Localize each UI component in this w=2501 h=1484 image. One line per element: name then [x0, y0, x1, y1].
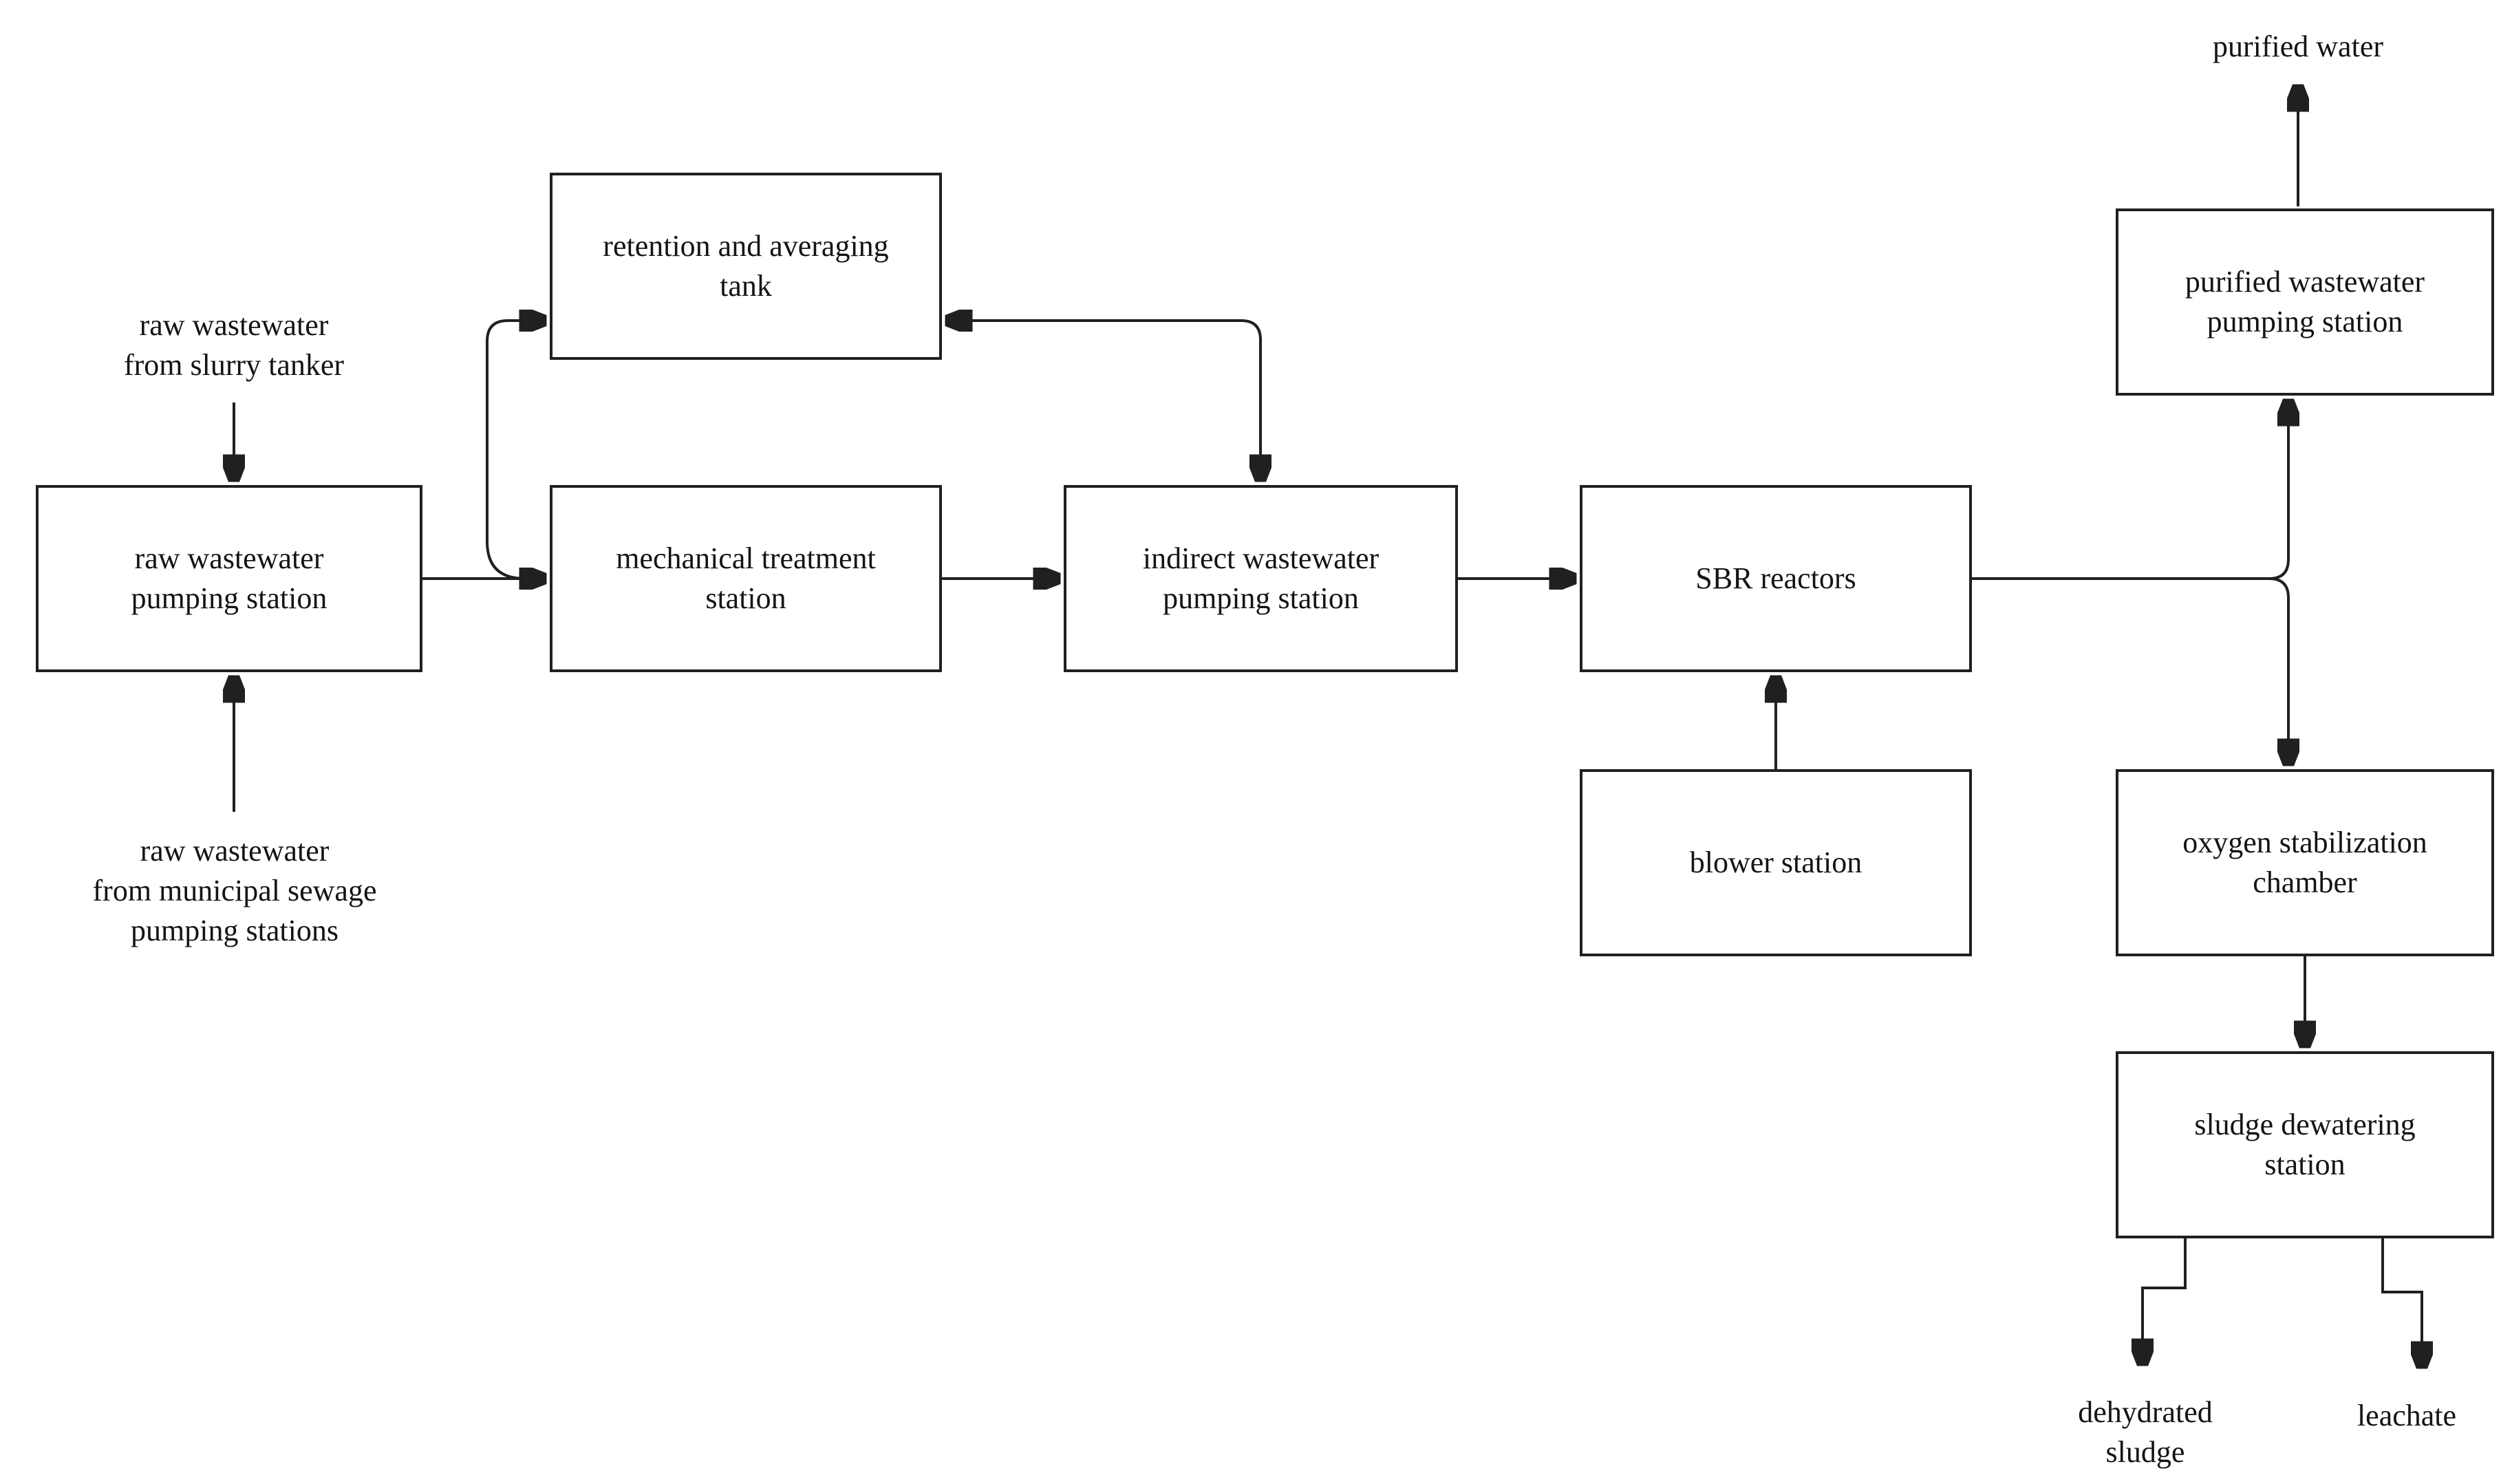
- label-dehydrated-sludge: dehydrated sludge: [2078, 1395, 2213, 1469]
- node-retention-and-averaging-tank: retention and averaging tank: [550, 173, 942, 360]
- edge-sbr-to-purified-pumping: [1972, 400, 2288, 580]
- label-purified-water: purified water: [2213, 29, 2383, 63]
- node-label: raw wastewater pumping station: [131, 541, 328, 615]
- edge-sludge-to-dehydrated-sludge: [2143, 1238, 2187, 1365]
- node-label: indirect wastewater pumping station: [1142, 541, 1380, 615]
- label-raw-wastewater-from-slurry-tanker: raw wastewater from slurry tanker: [123, 308, 345, 382]
- node-oxygen-stabilization-chamber: oxygen stabilization chamber: [2116, 769, 2494, 956]
- edge-sludge-to-leachate: [2381, 1238, 2422, 1368]
- node-label: purified wastewater pumping station: [2185, 264, 2425, 338]
- node-label: blower station: [1689, 845, 1863, 879]
- node-indirect-wastewater-pumping-station: indirect wastewater pumping station: [1064, 485, 1458, 672]
- node-raw-wastewater-pumping-station: raw wastewater pumping station: [36, 485, 422, 672]
- label-leachate: leachate: [2357, 1398, 2457, 1432]
- edge-raw-pumping-to-retention-tank: [486, 321, 546, 580]
- node-sludge-dewatering-station: sludge dewatering station: [2116, 1051, 2494, 1238]
- node-label: oxygen stabilization chamber: [2182, 825, 2427, 899]
- edge-sbr-to-oxygen-chamber: [2268, 577, 2288, 765]
- node-label: retention and averaging tank: [603, 228, 889, 303]
- edge-retention-indirect-bidirectional: [946, 321, 1260, 481]
- node-label: sludge dewatering station: [2194, 1107, 2416, 1181]
- node-sbr-reactors: SBR reactors: [1580, 485, 1972, 672]
- node-purified-wastewater-pumping-station: purified wastewater pumping station: [2116, 208, 2494, 396]
- node-mechanical-treatment-station: mechanical treatment station: [550, 485, 942, 672]
- node-label: mechanical treatment station: [616, 541, 876, 615]
- node-blower-station: blower station: [1580, 769, 1972, 956]
- label-raw-wastewater-from-municipal: raw wastewater from municipal sewage pum…: [92, 833, 377, 948]
- node-label: SBR reactors: [1695, 561, 1856, 595]
